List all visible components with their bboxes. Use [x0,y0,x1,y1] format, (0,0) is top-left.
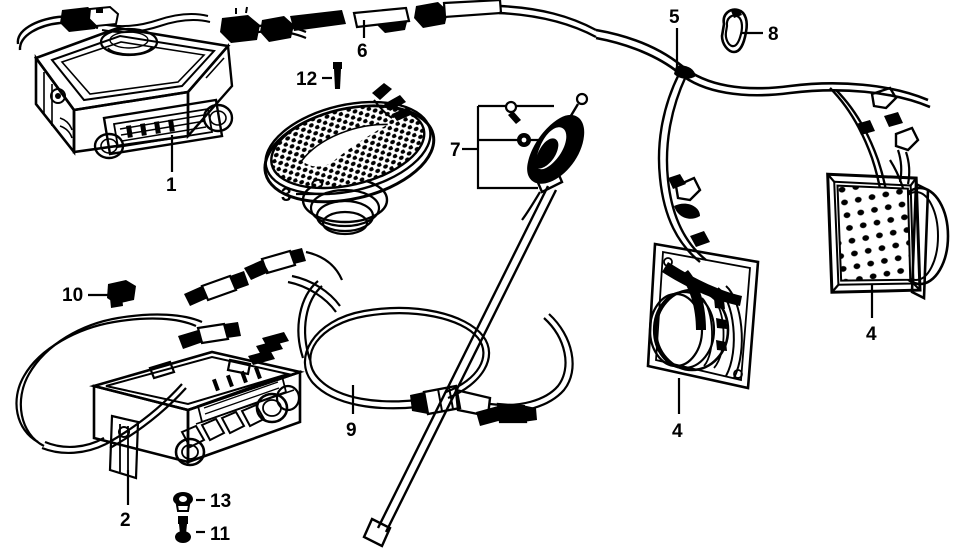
part-antenna-mount-screws [476,100,554,190]
callout-label-7: 7 [450,140,461,161]
callout-label-5: 5 [669,7,680,28]
part-harness-clamp-grommet [720,8,749,54]
part-wire-clip [107,280,136,308]
part-mounting-nut [173,492,193,512]
callout-label-2: 2 [120,510,131,531]
callout-label-8: 8 [768,24,779,45]
callout-label-9: 9 [346,420,357,441]
part-antenna-head-assembly [521,92,589,221]
callout-label-11: 11 [210,524,231,545]
part-speaker-screw [333,62,342,89]
part-antenna-feeder-cable [297,185,574,548]
callout-label-13: 13 [210,491,232,512]
callout-label-4a: 4 [672,421,683,442]
callout-label-10: 10 [62,285,84,306]
part-speaker-round-bracket [646,242,760,390]
part-speaker-oval-grille [263,83,436,236]
callout-label-3: 3 [281,185,292,206]
part-mounting-bolt [175,516,191,543]
part-radio-unit-lower [15,248,344,480]
callout-leaders [88,20,874,534]
callout-label-1: 1 [166,175,177,196]
callout-label-4b: 4 [866,324,877,345]
callout-label-6: 6 [357,41,368,62]
part-harness-connector-lead [260,0,597,42]
callout-label-12: 12 [296,69,318,90]
part-speaker-square-grille [826,149,950,301]
